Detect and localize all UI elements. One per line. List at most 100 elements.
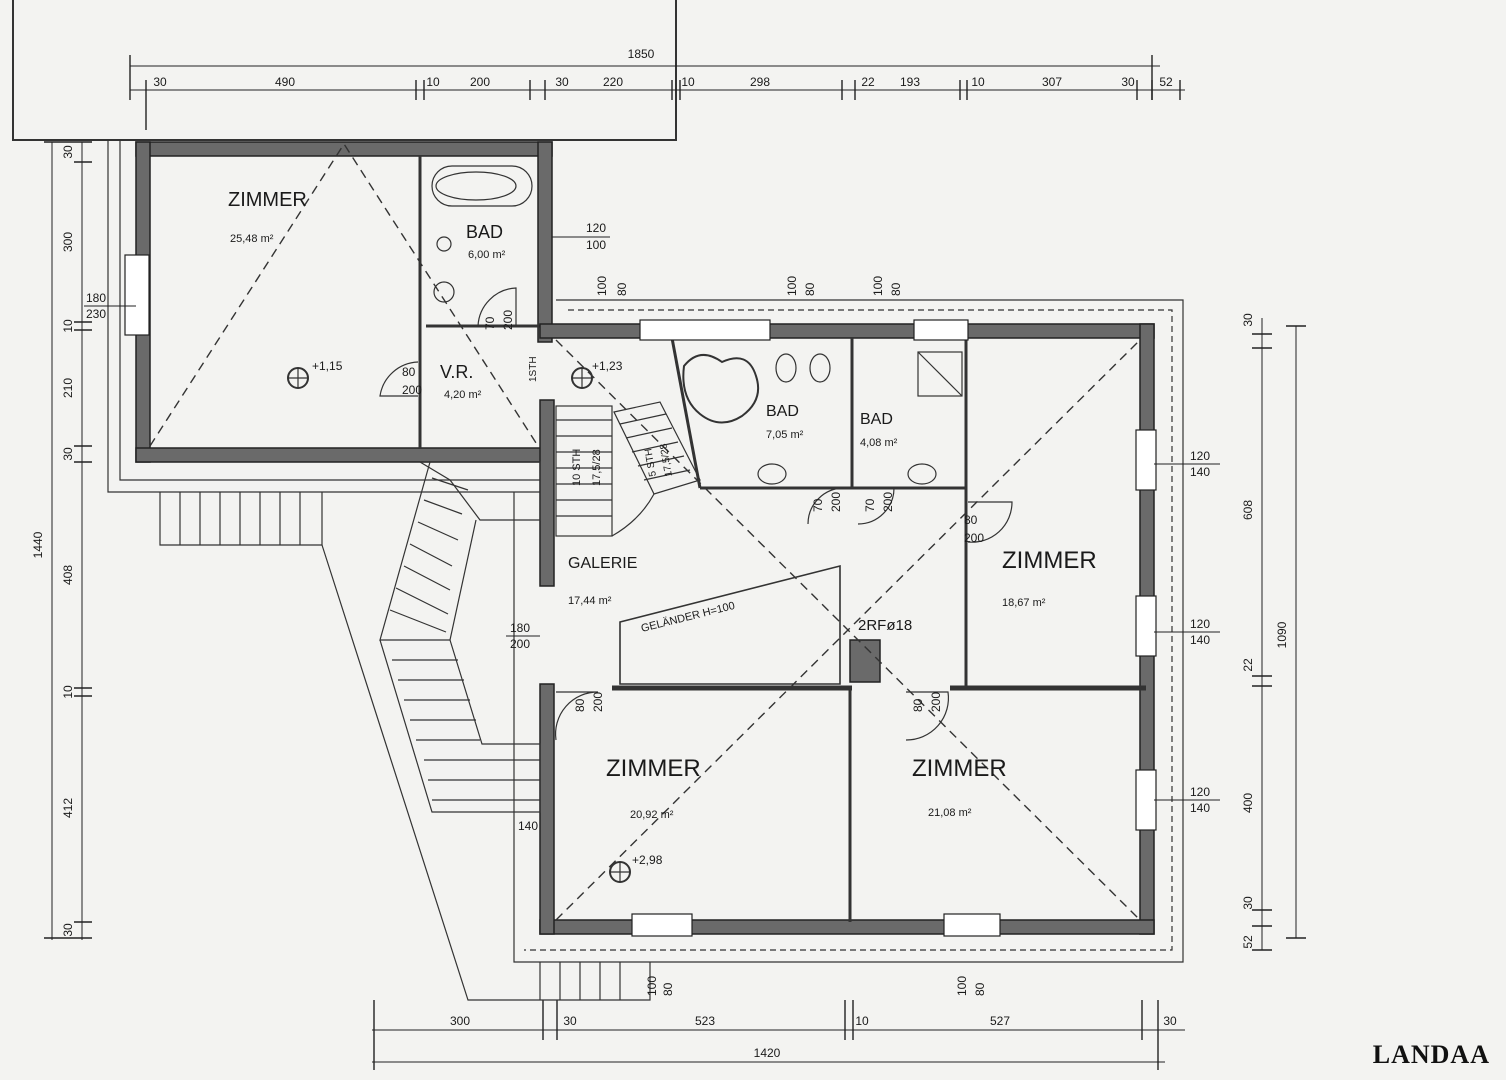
dim-left: 10 (61, 319, 75, 333)
dim-left: 300 (61, 232, 75, 252)
brand-logo: LANDAA (1372, 1040, 1490, 1069)
opening-label: 80 (964, 513, 978, 527)
room-area: 18,67 m² (1002, 597, 1046, 609)
dimension-left: 1440 30 300 10 210 30 408 10 412 30 (31, 141, 92, 940)
roof-diagonals (149, 142, 1141, 921)
opening-label: 180 (510, 621, 530, 635)
galerie-railing (619, 564, 841, 685)
dim-left: 210 (61, 378, 75, 398)
opening-label: 200 (591, 692, 605, 712)
dim-left: 30 (61, 145, 75, 159)
dim-top-total: 1850 (628, 47, 655, 61)
opening-label: 140 (1190, 801, 1210, 815)
dim-top: 30 (555, 75, 569, 89)
opening-label: 230 (86, 307, 106, 321)
roof-outline (12, 0, 677, 141)
opening-label: 200 (510, 637, 530, 651)
opening-label: 200 (402, 383, 422, 397)
dim-bottom: 523 (695, 1014, 715, 1028)
dim-left: 30 (61, 447, 75, 461)
walls-northwest (124, 141, 553, 463)
fixtures (431, 165, 963, 485)
opening-label: 80 (402, 365, 416, 379)
opening-label: 120 (1190, 785, 1210, 799)
opening-label: 140 (1190, 465, 1210, 479)
stair-note: 10 STH (571, 449, 583, 486)
dim-left-total: 1440 (31, 531, 45, 558)
opening-label: 200 (829, 492, 843, 512)
room-name: GALERIE (568, 555, 637, 572)
dim-right: 30 (1241, 896, 1255, 910)
walls-main (539, 319, 1157, 937)
room-area: 4,20 m² (444, 389, 482, 401)
opening-label: 200 (929, 692, 943, 712)
opening-label: 70 (483, 316, 497, 330)
opening-label: 80 (973, 982, 987, 996)
opening-label: 100 (586, 238, 606, 252)
opening-label: 100 (785, 276, 799, 296)
room-area: 25,48 m² (230, 233, 274, 245)
room-area: 6,00 m² (468, 249, 506, 261)
dim-left: 10 (61, 685, 75, 699)
opening-label: 100 (595, 276, 609, 296)
stair-note: 17,5/28 (658, 442, 675, 477)
dim-top: 10 (426, 75, 440, 89)
dim-left: 412 (61, 798, 75, 818)
opening-label: 80 (661, 982, 675, 996)
dim-right: 22 (1241, 658, 1255, 672)
dim-top: 307 (1042, 75, 1062, 89)
room-name: ZIMMER (1002, 547, 1097, 574)
stair-note: 17,5/28 (591, 449, 603, 486)
level-label: +2,98 (632, 853, 663, 867)
room-name: V.R. (440, 362, 473, 382)
opening-label: 80 (911, 698, 925, 712)
dim-bottom: 527 (990, 1014, 1010, 1028)
dim-top: 298 (750, 75, 770, 89)
opening-label: 80 (889, 282, 903, 296)
opening-label: 200 (964, 531, 984, 545)
opening-label: 200 (881, 492, 895, 512)
opening-label: 100 (645, 976, 659, 996)
room-name: BAD (766, 403, 799, 420)
room-name: BAD (860, 411, 893, 428)
room-area: 20,92 m² (630, 809, 674, 821)
dimension-right: 30 608 22 400 30 52 1090 (1241, 313, 1306, 951)
room-name: ZIMMER (228, 189, 307, 211)
dim-top: 193 (900, 75, 920, 89)
dim-top: 22 (861, 75, 875, 89)
dim-bottom: 30 (563, 1014, 577, 1028)
dim-right: 52 (1241, 935, 1255, 949)
doors (379, 287, 1013, 741)
dim-top: 10 (971, 75, 985, 89)
eave-outline (524, 309, 1173, 951)
level-label: +1,23 (592, 359, 623, 373)
opening-label: 100 (871, 276, 885, 296)
plan-notes: GELÄNDER H=100 2RFø18 10 STH 17,5/28 1ST… (528, 356, 912, 634)
level-label: +1,15 (312, 359, 343, 373)
dim-top: 200 (470, 75, 490, 89)
opening-label: 80 (615, 282, 629, 296)
opening-label: 180 (86, 291, 106, 305)
dim-bottom: 10 (855, 1014, 869, 1028)
room-labels: ZIMMER 25,48 m² BAD 6,00 m² V.R. 4,20 m²… (228, 189, 1097, 821)
opening-label: 70 (863, 498, 877, 512)
stairs (159, 401, 701, 1001)
opening-label: 120 (1190, 617, 1210, 631)
opening-label: 70 (811, 498, 825, 512)
dim-bottom-total: 1420 (754, 1046, 781, 1060)
dim-bottom: 300 (450, 1014, 470, 1028)
room-area: 4,08 m² (860, 437, 898, 449)
opening-label: 120 (586, 221, 606, 235)
dimension-bottom: 300 30 523 10 527 30 1420 (372, 1000, 1185, 1070)
stair-note: 1STH (528, 356, 539, 382)
dimension-top: 1850 30 490 10 200 30 220 10 298 22 193 … (129, 47, 1185, 130)
dim-top: 30 (1121, 75, 1135, 89)
opening-label: 80 (573, 698, 587, 712)
opening-label: 100 (955, 976, 969, 996)
dim-left: 408 (61, 565, 75, 585)
stair-note: 5 STH (643, 448, 659, 478)
dim-top: 30 (153, 75, 167, 89)
opening-label: 200 (501, 310, 515, 330)
dim-top: 10 (681, 75, 695, 89)
eave-outline (107, 140, 1184, 963)
